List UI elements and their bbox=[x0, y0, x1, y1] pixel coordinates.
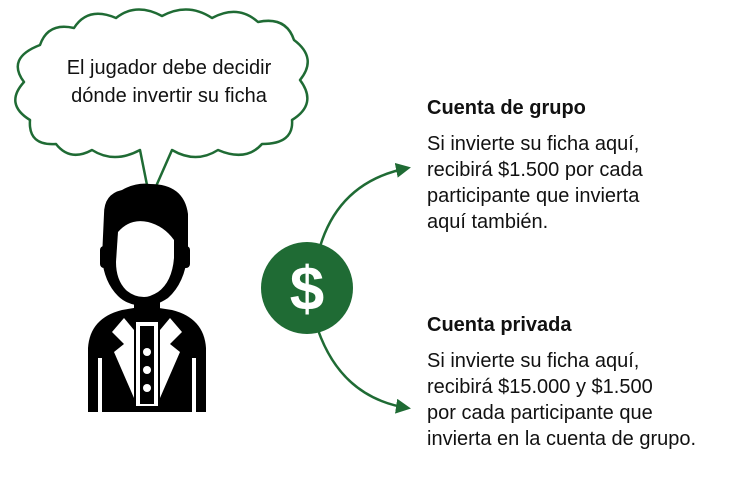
group-account-line: aquí también. bbox=[427, 211, 549, 233]
private-account-line: Si invierte su ficha aquí, bbox=[427, 350, 640, 372]
person-face bbox=[116, 221, 174, 297]
private-account-line: invierta en la cuenta de grupo. bbox=[427, 428, 697, 450]
private-account-line: recibirá $15.000 y $1.500 bbox=[427, 376, 653, 398]
group-account-line: recibirá $1.500 por cada bbox=[427, 159, 643, 181]
group-account-option: Cuenta de grupo Si invierte su ficha aqu… bbox=[427, 95, 732, 235]
group-account-line: Si invierte su ficha aquí, bbox=[427, 133, 640, 155]
person-icon bbox=[88, 183, 206, 412]
private-account-option: Cuenta privada Si invierte su ficha aquí… bbox=[427, 312, 732, 452]
speech-bubble-line: El jugador debe decidir bbox=[66, 57, 272, 79]
group-account-line: participante que invierta bbox=[427, 185, 640, 207]
private-account-title: Cuenta privada bbox=[427, 314, 572, 336]
group-account-title: Cuenta de grupo bbox=[427, 97, 586, 119]
speech-bubble-line: dónde invertir su ficha bbox=[71, 85, 267, 107]
arrow-to-group-account bbox=[316, 162, 411, 255]
speech-bubble bbox=[14, 8, 309, 202]
private-account-line: por cada participante que bbox=[427, 402, 653, 424]
dollar-coin-icon: $ bbox=[261, 242, 353, 334]
speech-bubble-text: El jugador debe decidir dónde invertir s… bbox=[36, 54, 302, 110]
coin-symbol: $ bbox=[290, 255, 324, 324]
speech-bubble-outline bbox=[14, 8, 309, 202]
arrow-to-private-account bbox=[316, 329, 411, 414]
